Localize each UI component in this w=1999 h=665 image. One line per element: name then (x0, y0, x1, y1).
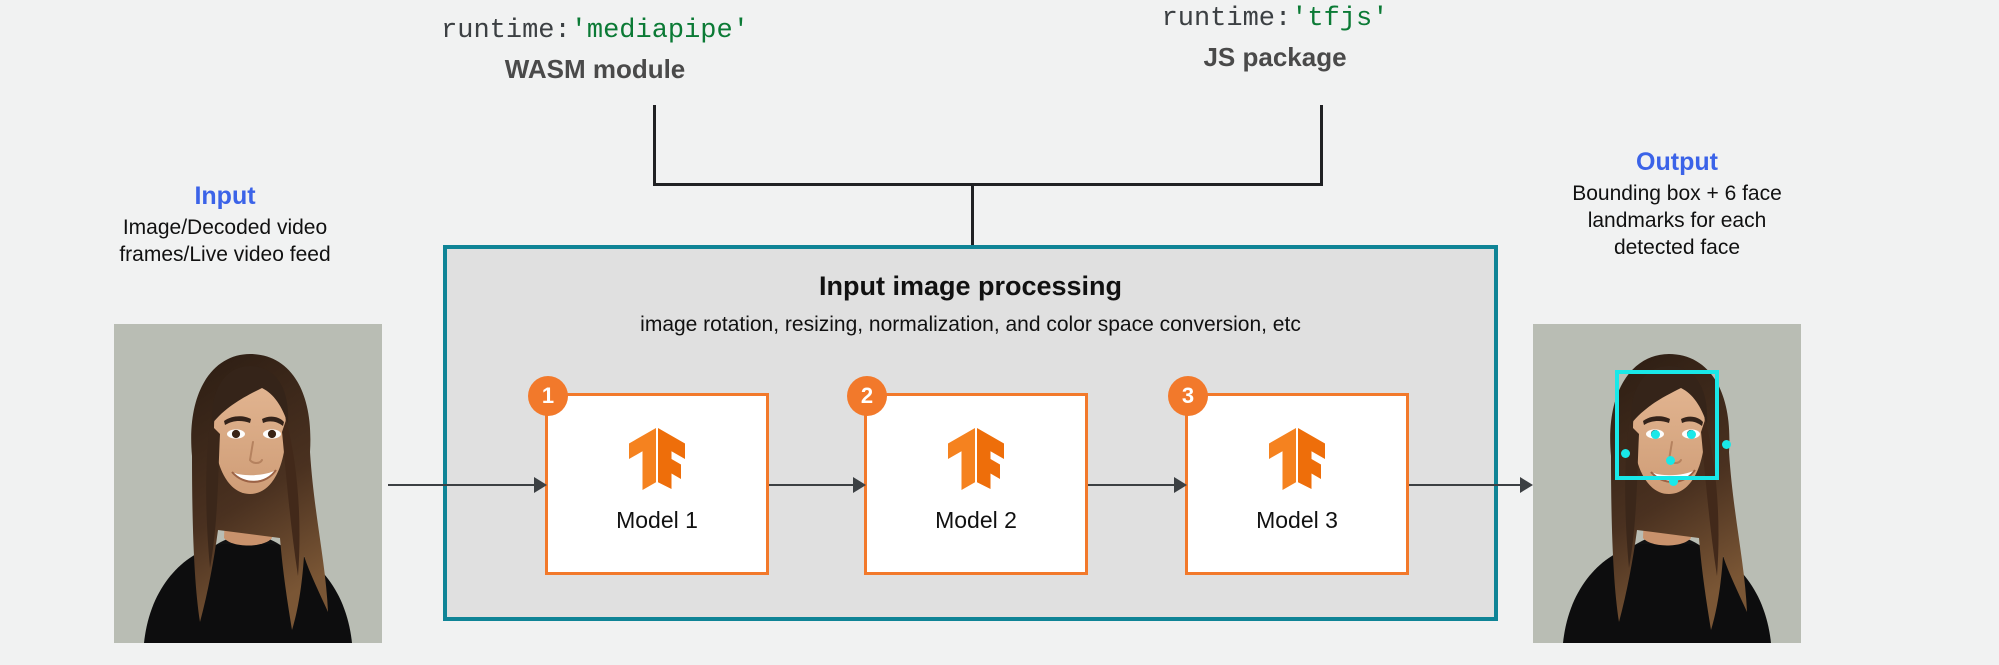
runtime-value-tfjs: 'tfjs' (1291, 4, 1389, 34)
input-title: Input (194, 182, 256, 210)
input-description-line1: Image/Decoded video (122, 216, 328, 239)
connector-vertical-right (1320, 105, 1323, 185)
model-badge-3: 3 (1168, 376, 1208, 416)
connector-stem (971, 183, 974, 247)
tensorflow-logo-icon (948, 428, 1004, 495)
landmark-nose (1666, 456, 1675, 465)
model-badge-2: 2 (847, 376, 887, 416)
landmark-right-eye (1651, 430, 1660, 439)
face-bounding-box (1615, 370, 1719, 480)
model-label-1: Model 1 (616, 507, 698, 533)
input-description-line2: frames/Live video feed (119, 242, 331, 266)
output-caption: Output Bounding box + 6 face landmarks f… (1557, 148, 1797, 262)
output-description-line3: detected face (1613, 235, 1741, 259)
arrow-head-model1 (534, 477, 547, 493)
model-label-2: Model 2 (935, 507, 1017, 533)
runtime-subtitle-js: JS package (1203, 42, 1347, 72)
output-description-line2: landmarks for each (1587, 208, 1767, 232)
panel-subtitle: image rotation, resizing, normalization,… (640, 313, 1301, 336)
landmark-mouth (1669, 477, 1678, 486)
model-box-3[interactable]: 3 Model 3 (1168, 376, 1409, 575)
arrow-head-model2 (853, 477, 866, 493)
runtime-value-mediapipe: 'mediapipe' (570, 16, 749, 46)
arrow-model3-to-output (1409, 484, 1526, 486)
landmark-left-eye (1687, 430, 1696, 439)
runtime-key-mediapipe: runtime: (441, 16, 571, 46)
tensorflow-logo-icon (1269, 428, 1325, 495)
arrow-head-model3 (1174, 477, 1187, 493)
arrow-head-output (1520, 477, 1533, 493)
model-label-3: Model 3 (1256, 507, 1338, 533)
output-photo (1533, 324, 1801, 643)
landmark-right-ear (1621, 449, 1630, 458)
runtime-code-tfjs: runtime:'tfjs' (1110, 4, 1440, 34)
panel-title: Input image processing (818, 271, 1123, 301)
output-title: Output (1636, 148, 1718, 176)
input-photo (114, 324, 382, 643)
runtime-code-mediapipe: runtime:'mediapipe' (430, 16, 760, 46)
model-badge-1: 1 (528, 376, 568, 416)
output-description-line1: Bounding box + 6 face (1572, 182, 1782, 205)
output-description: Bounding box + 6 face landmarks for each… (1557, 181, 1797, 262)
connector-vertical-left (653, 105, 656, 185)
runtime-label-mediapipe: runtime:'mediapipe' WASM module (430, 16, 760, 85)
model-box-2[interactable]: 2 Model 2 (847, 376, 1088, 575)
input-caption: Input Image/Decoded video frames/Live vi… (110, 182, 340, 269)
tensorflow-logo-icon (629, 428, 685, 495)
arrow-input-to-model1 (388, 484, 540, 486)
runtime-label-tfjs: runtime:'tfjs' JS package (1110, 4, 1440, 73)
runtime-key-tfjs: runtime: (1161, 4, 1292, 34)
runtime-subtitle-wasm: WASM module (504, 54, 686, 84)
connector-horizontal (653, 183, 1323, 186)
model-box-1[interactable]: 1 Model 1 (528, 376, 769, 575)
arrow-model2-to-model3 (1088, 484, 1180, 486)
landmark-left-ear (1722, 440, 1731, 449)
input-description: Image/Decoded video frames/Live video fe… (110, 215, 340, 269)
arrow-model1-to-model2 (769, 484, 859, 486)
